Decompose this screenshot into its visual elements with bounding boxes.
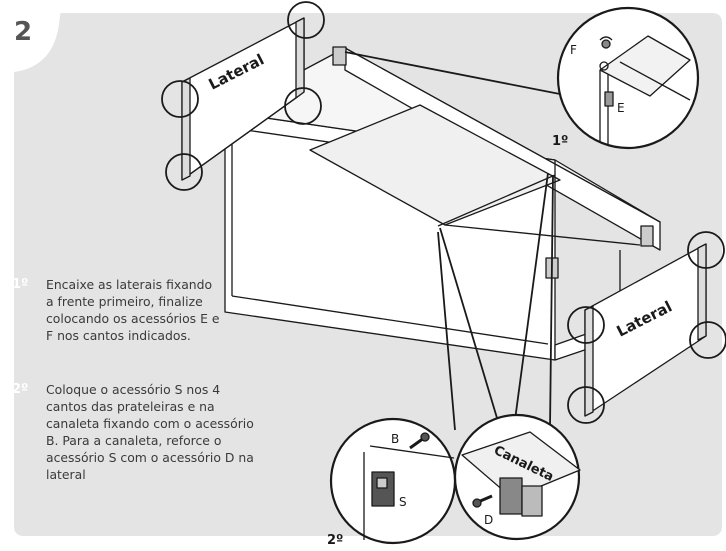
instruction-number-1: 1º (12, 277, 29, 292)
connector-top (332, 46, 347, 66)
right-lateral-panel (584, 243, 707, 417)
label-accessory-d: D (484, 513, 493, 527)
label-accessory-f: F (570, 43, 577, 57)
instruction-text-2: Coloque o acessório S nos 4 cantos das p… (46, 382, 254, 482)
instruction-number-2: 2º (12, 382, 29, 397)
detail-circle-2b (453, 413, 581, 541)
step-badge (0, 0, 62, 70)
cabinet-shelf (309, 104, 561, 226)
label-accessory-s: S (399, 495, 407, 509)
step-number: 2 (14, 17, 32, 47)
corner-circle-left-back-bottom (284, 87, 322, 125)
corner-circle-right-bottom (567, 386, 605, 424)
connector-right (640, 225, 654, 247)
label-accessory-e: E (617, 101, 625, 115)
corner-circle-right-top (687, 231, 725, 269)
corner-circle-right-front-top (567, 306, 605, 344)
cabinet-body (224, 47, 661, 361)
connector-s2-icon (499, 477, 523, 515)
detail-circle-1 (556, 6, 700, 150)
leader-line-detail-2a (439, 227, 498, 419)
instruction-step-2: 2º Coloque o acessório S nos 4 cantos da… (12, 381, 312, 483)
label-accessory-b: B (391, 432, 399, 446)
connector-s-icon (371, 471, 395, 507)
corner-circle-left-front-top (161, 80, 199, 118)
label-detail-1: 1º (552, 134, 568, 149)
corner-circle-left-top (287, 1, 325, 39)
leader-line-detail-1 (344, 51, 566, 96)
instruction-step-1: 1º Encaixe as laterais fixando a frente … (12, 276, 302, 344)
label-detail-2: 2º (327, 533, 343, 548)
corner-circle-right-back (689, 321, 726, 359)
instruction-text-1: Encaixe as laterais fixando a frente pri… (46, 277, 220, 343)
corner-circle-left-bottom (165, 153, 203, 191)
